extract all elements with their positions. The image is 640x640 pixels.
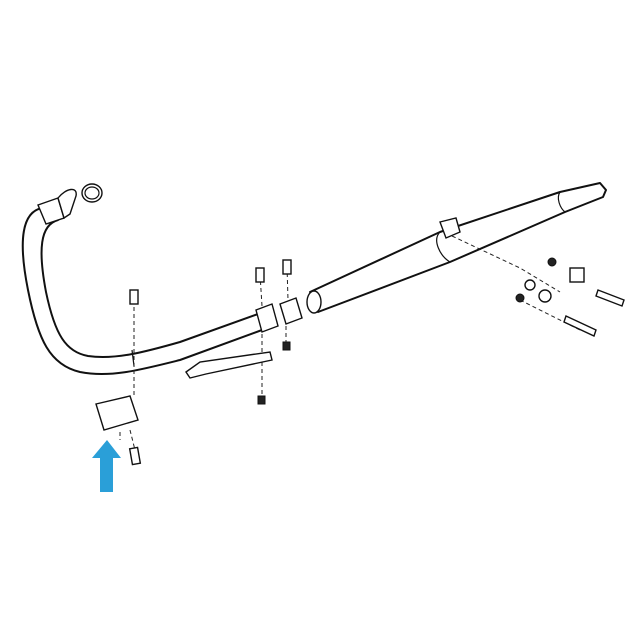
rear-mount-hardware	[451, 235, 625, 337]
header-pipe	[21, 188, 263, 376]
clamps	[255, 259, 303, 405]
front-bracket	[95, 395, 139, 431]
highlight-arrow	[92, 440, 121, 492]
mount-bracket	[185, 351, 273, 379]
muffler	[306, 182, 607, 314]
